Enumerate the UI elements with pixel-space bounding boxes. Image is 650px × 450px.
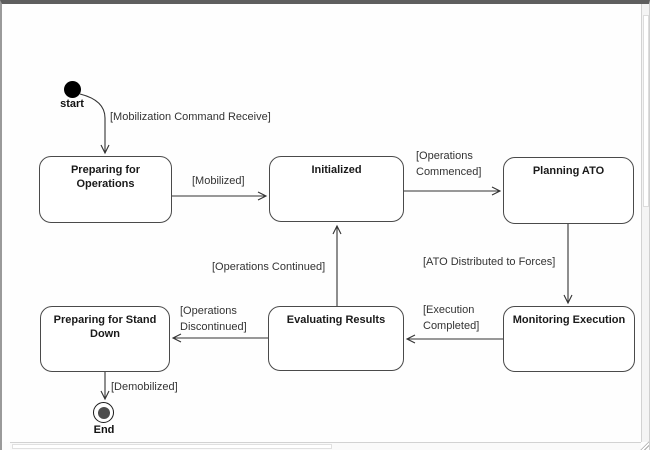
end-state-inner-dot [97, 406, 110, 419]
state-preparing-for-stand-down: Preparing for Stand Down [40, 306, 170, 372]
transition-label-operations-continued: [Operations Continued] [212, 261, 326, 273]
start-state-icon [64, 81, 81, 98]
transition-label-operations-commenced: [Operations Commenced] [416, 150, 482, 178]
state-label: Preparing for Stand Down [53, 314, 157, 341]
vertical-scrollbar-thumb[interactable] [643, 15, 649, 207]
state-label: Evaluating Results [286, 314, 386, 326]
transition-arrows [79, 93, 573, 401]
state-label: Preparing for Operations [70, 164, 141, 191]
state-initialized: Initialized [269, 156, 404, 222]
resize-grip[interactable] [640, 441, 649, 450]
horizontal-scrollbar[interactable] [10, 442, 641, 450]
state-label: Planning ATO [532, 165, 605, 177]
end-state-label: End [93, 424, 115, 436]
transition-label-mobilized: [Mobilized] [192, 175, 245, 187]
state-planning-ato: Planning ATO [503, 157, 634, 224]
end-state-icon [93, 402, 114, 423]
transition-label-demobilized: [Demobilized] [111, 381, 178, 393]
state-preparing-for-operations: Preparing for Operations [39, 156, 172, 223]
state-monitoring-execution: Monitoring Execution [503, 306, 635, 372]
diagram-canvas: start Preparing for Operations Initializ… [2, 4, 644, 442]
state-label: Initialized [311, 164, 362, 176]
start-state-label: start [60, 98, 84, 110]
state-label: Monitoring Execution [512, 314, 626, 326]
vertical-scrollbar[interactable] [641, 4, 649, 442]
transition-label-operations-discontinued: [Operations Discontinued] [180, 305, 247, 333]
transition-label-execution-completed: [Execution Completed] [423, 304, 480, 332]
state-evaluating-results: Evaluating Results [268, 306, 404, 371]
transition-label-ato-distributed-to-forces: [ATO Distributed to Forces] [423, 256, 556, 268]
transition-label-mobilization-command-receive: [Mobilization Command Receive] [110, 111, 271, 123]
horizontal-scrollbar-thumb[interactable] [12, 444, 332, 449]
